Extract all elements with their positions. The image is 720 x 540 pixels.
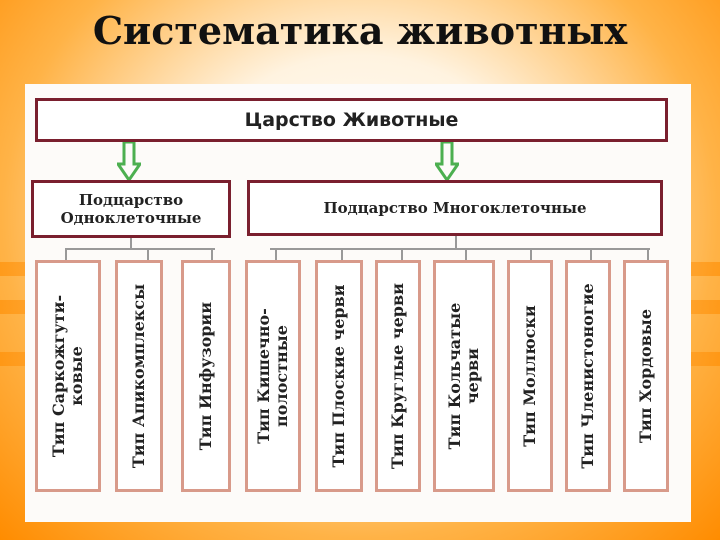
- connector-line: [530, 248, 532, 260]
- type-box: Тип Моллюски: [507, 260, 553, 492]
- connector-line: [147, 248, 149, 260]
- arrow-down-icon: [435, 142, 459, 182]
- type-label: Тип Плоские черви: [329, 284, 348, 468]
- arrow-down-icon: [117, 142, 141, 182]
- connector-line: [341, 248, 343, 260]
- type-label: Тип Саркожгути- ковые: [49, 294, 86, 458]
- connector-line: [270, 248, 650, 250]
- type-box: Тип Саркожгути- ковые: [35, 260, 101, 492]
- connector-line: [65, 248, 67, 260]
- type-box: Тип Плоские черви: [315, 260, 363, 492]
- type-label: Тип Апикомплексы: [129, 283, 148, 469]
- type-label: Тип Членистоногие: [578, 283, 597, 469]
- connector-line: [211, 248, 213, 260]
- connector-line: [455, 236, 457, 248]
- subkingdom-unicellular: Подцарство Одноклеточные: [31, 180, 231, 238]
- type-label: Тип Кишечно- полостные: [254, 308, 291, 444]
- kingdom-box: Царство Животные: [35, 98, 668, 142]
- type-label: Тип Хордовые: [636, 309, 655, 443]
- type-box: Тип Кишечно- полостные: [245, 260, 301, 492]
- type-label: Тип Моллюски: [520, 305, 539, 447]
- connector-line: [647, 248, 649, 260]
- diagram-panel: Царство Животные Подцарство Одноклеточны…: [25, 84, 691, 522]
- type-label: Тип Кольчатые черви: [445, 302, 482, 450]
- subkingdom-multicellular: Подцарство Многоклеточные: [247, 180, 663, 236]
- type-label: Тип Инфузории: [196, 301, 215, 451]
- connector-line: [130, 238, 132, 248]
- type-box: Тип Членистоногие: [565, 260, 611, 492]
- connector-line: [590, 248, 592, 260]
- connector-line: [465, 248, 467, 260]
- type-box: Тип Инфузории: [181, 260, 231, 492]
- connector-line: [65, 248, 215, 250]
- type-label: Тип Круглые черви: [388, 283, 407, 469]
- type-box: Тип Круглые черви: [375, 260, 421, 492]
- page-title: Систематика животных: [92, 8, 628, 53]
- connector-line: [275, 248, 277, 260]
- connector-line: [401, 248, 403, 260]
- type-box: Тип Хордовые: [623, 260, 669, 492]
- type-box: Тип Апикомплексы: [115, 260, 163, 492]
- type-box: Тип Кольчатые черви: [433, 260, 495, 492]
